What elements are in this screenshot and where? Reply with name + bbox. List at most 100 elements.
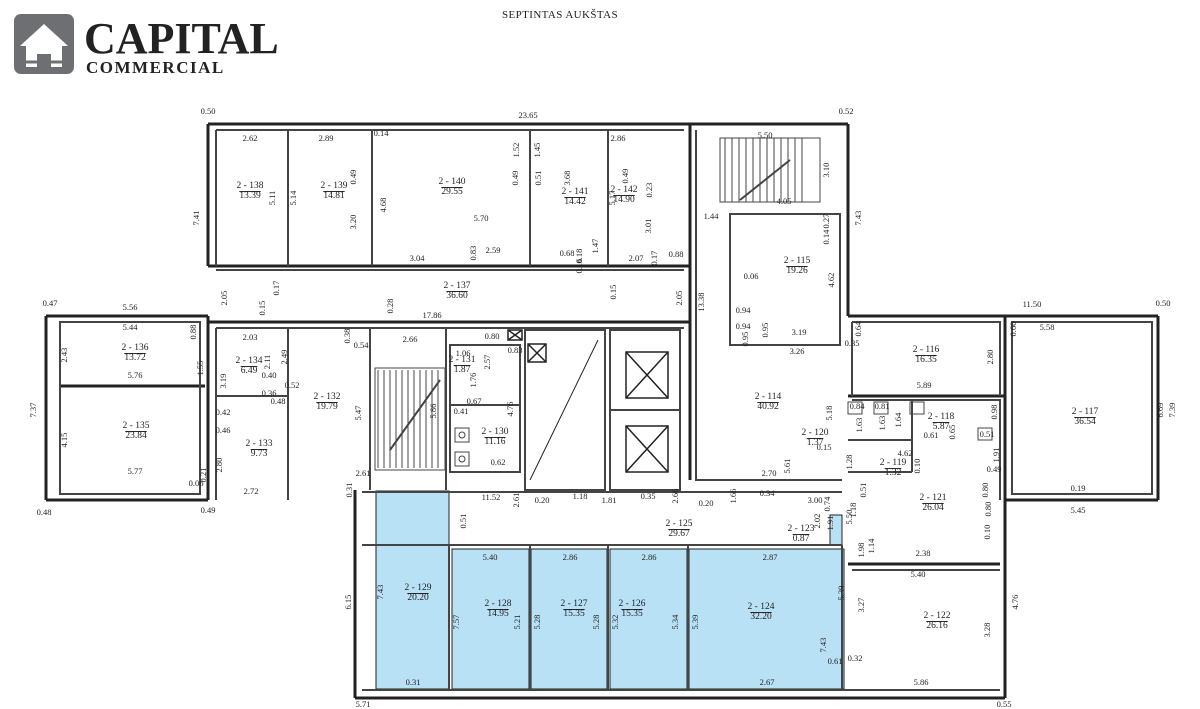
room-number-label: 2 - 117	[1072, 407, 1099, 417]
dimension-value: 7.39	[1167, 403, 1177, 418]
room-number-label: 2 - 130	[482, 427, 509, 437]
dimension-value: 3.10	[821, 163, 831, 178]
dimension-value: 1.91	[991, 448, 1001, 463]
room-area-label: 15.35	[563, 609, 585, 619]
dimension-value: 2.43	[59, 348, 69, 363]
room-number-label: 2 - 120	[802, 428, 829, 438]
dimension-value: 3.26	[790, 346, 805, 356]
dimension-value: 0.20	[699, 498, 714, 508]
room-area-label: 29.67	[668, 529, 690, 539]
room-number-label: 2 - 134	[236, 356, 263, 366]
room-area-label: 14.90	[613, 195, 635, 205]
dimension-value: 23.65	[518, 110, 537, 120]
dimension-value: 5.28	[532, 615, 542, 630]
dimension-value: 7.37	[28, 403, 38, 418]
dimension-value: 2.80	[214, 458, 224, 473]
dimension-value: 1.98	[856, 543, 866, 558]
dimension-value: 0.49	[201, 505, 216, 515]
dimension-value: 6.69	[1155, 403, 1165, 418]
dimension-value: 0.51	[858, 483, 868, 498]
dimension-value: 0.74	[822, 496, 832, 512]
dimension-value: 3.04	[410, 253, 426, 263]
dimension-value: 4.76	[1010, 595, 1020, 610]
dimension-value: 1.52	[511, 143, 521, 158]
room-number-label: 2 - 121	[920, 493, 947, 503]
dimension-value: 0.68	[560, 248, 575, 258]
room-area-label: 1.32	[885, 468, 902, 478]
dimension-value: 5.39	[836, 586, 846, 601]
dimension-value: 0.65	[947, 425, 957, 440]
dimension-value: 2.66	[670, 489, 680, 504]
dimension-value: 0.95	[760, 323, 770, 338]
dimension-value: 0.80	[485, 331, 500, 341]
dimension-value: 0.80	[983, 502, 993, 517]
dimension-value: 0.64	[853, 321, 863, 337]
room-number-label: 2 - 124	[748, 602, 775, 612]
dimension-value: 5.61	[782, 459, 792, 474]
dimension-value: 11.50	[1023, 299, 1042, 309]
dimension-value: 2.02	[812, 514, 822, 529]
room-number-label: 2 - 141	[562, 187, 589, 197]
dimension-value: 0.84	[850, 401, 866, 411]
dimension-value: 2.57	[482, 355, 492, 370]
dimension-value: 2.61	[511, 493, 521, 508]
dimension-value: 2.61	[356, 468, 371, 478]
dimension-value: 5.21	[512, 615, 522, 630]
dimension-value: 0.94	[736, 305, 752, 315]
room-number-label: 2 - 131	[449, 355, 476, 365]
dimension-value: 0.51	[458, 514, 468, 529]
unit-2-128-fill	[451, 548, 530, 690]
room-number-label: 2 - 140	[439, 177, 466, 187]
dimension-value: 7.43	[818, 638, 828, 653]
dimension-value: 0.32	[848, 653, 863, 663]
dimension-value: 0.49	[348, 170, 358, 185]
room-number-label: 2 - 123	[788, 524, 815, 534]
dimension-value: 0.49	[510, 171, 520, 186]
dimension-value: 5.45	[1071, 505, 1086, 515]
dimension-value: 5.50	[844, 510, 854, 525]
dimension-value: 2.70	[762, 468, 777, 478]
room-area-label: 13.72	[124, 353, 146, 363]
dimension-value: 1.63	[877, 416, 887, 431]
dimension-value: 2.86	[642, 552, 657, 562]
dimension-value: 5.76	[128, 370, 143, 380]
dimension-value: 0.19	[1071, 483, 1086, 493]
room-number-label: 2 - 127	[561, 599, 588, 609]
room-number-label: 2 - 135	[123, 421, 150, 431]
dimension-value: 0.60	[1008, 322, 1018, 337]
dimension-value: 0.83	[468, 246, 478, 261]
dimension-value: 5.14	[288, 190, 298, 206]
room-area-label: 1.87	[454, 365, 471, 375]
dimension-value: 0.31	[344, 483, 354, 498]
room-number-label: 2 - 118	[928, 412, 955, 422]
room-area-label: 14.42	[564, 197, 586, 207]
dimension-value: 0.95	[740, 332, 750, 347]
dimension-value: 17.86	[422, 310, 441, 320]
dimension-value: 1.55	[195, 361, 205, 376]
dimension-value: 5.11	[267, 191, 277, 206]
dimension-value: 2.86	[611, 133, 626, 143]
room-area-label: 40.92	[757, 402, 779, 412]
dimension-value: 0.52	[839, 106, 854, 116]
dimension-value: 0.15	[257, 301, 267, 316]
dimension-value: 2.66	[403, 334, 418, 344]
dimension-value: 2.49	[279, 350, 289, 365]
dimension-value: 0.17	[649, 251, 659, 266]
room-area-label: 23.84	[125, 431, 147, 441]
dimension-value: 0.47	[43, 298, 58, 308]
room-number-label: 2 - 125	[666, 519, 693, 529]
dimension-value: 0.14	[821, 229, 831, 245]
dimension-value: 2.86	[563, 552, 578, 562]
room-number-label: 2 - 142	[611, 185, 638, 195]
room-area-label: 1.37	[807, 438, 824, 448]
dimension-value: 0.06	[744, 271, 759, 281]
stairs-east	[719, 137, 821, 203]
dimension-value: 7.43	[853, 211, 863, 226]
logo-word-commercial: COMMERCIAL	[86, 58, 225, 77]
dimension-value: 0.54	[354, 340, 370, 350]
dimension-value: 3.20	[348, 215, 358, 230]
dimension-value: 5.86	[914, 677, 929, 687]
dimension-value: 1.81	[602, 495, 617, 505]
